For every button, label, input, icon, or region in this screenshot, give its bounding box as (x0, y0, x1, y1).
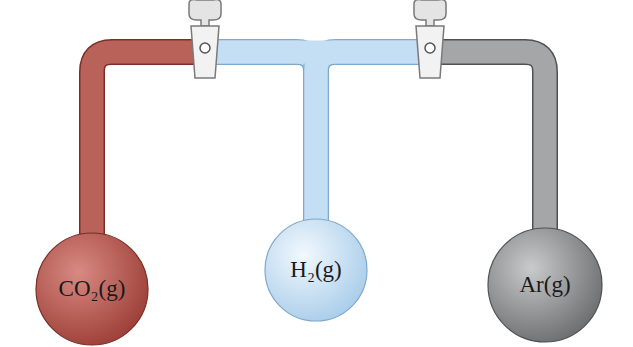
tube-junction (305, 52, 328, 224)
connecting-tube (316, 52, 430, 224)
gas-label: CO₂(g) (59, 276, 126, 302)
flask: H₂(g) (264, 218, 368, 322)
gas-label: H₂(g) (290, 257, 341, 283)
stopcock (414, 0, 446, 78)
connecting-tube (316, 52, 430, 224)
stopcock (189, 0, 221, 78)
flask: CO₂(g) (35, 232, 149, 346)
connecting-tube (430, 52, 545, 233)
gas-label: Ar(g) (519, 272, 570, 298)
connecting-tube (430, 52, 545, 233)
flask: Ar(g) (487, 227, 603, 343)
connecting-tube (92, 52, 205, 238)
connecting-tube (205, 52, 316, 224)
connecting-tube (205, 52, 316, 224)
connecting-tube (92, 52, 205, 238)
